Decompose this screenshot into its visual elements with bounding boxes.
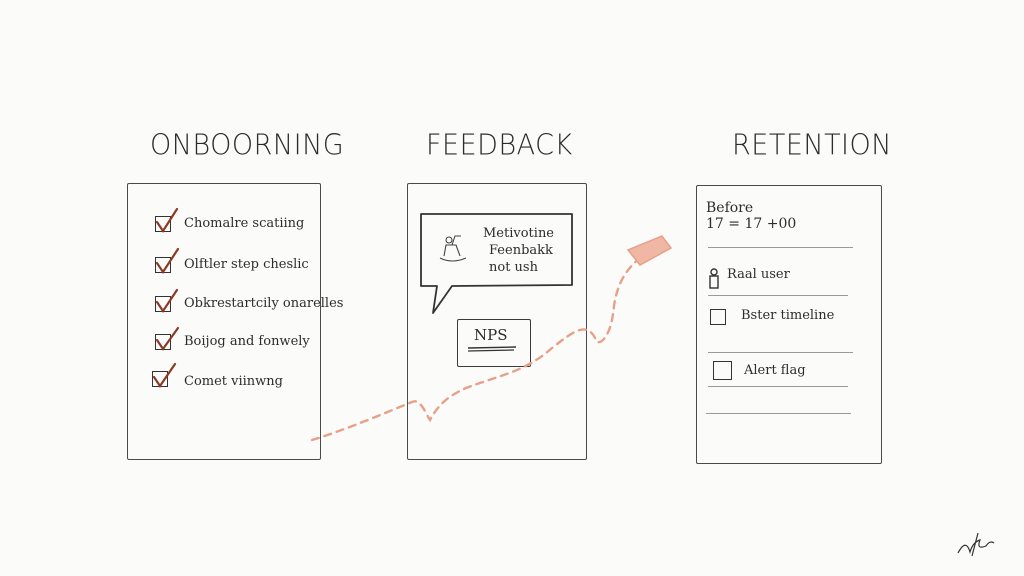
bubble-line: not ush	[489, 260, 538, 275]
checklist-item: Olftler step cheslic	[184, 257, 309, 272]
checkmark-icon	[155, 207, 179, 234]
retention-header-before: Before	[706, 200, 754, 216]
nps-label: NPS	[474, 326, 508, 344]
checkmark-icon	[155, 247, 180, 274]
checklist-item: Comet viinwng	[184, 374, 284, 389]
retention-item: Bster timeline	[741, 308, 835, 323]
checkmark-icon	[152, 362, 177, 388]
onboarding-panel	[127, 183, 321, 460]
bubble-line: Metivotine	[483, 226, 555, 241]
column-title-retention: RETENTION	[732, 129, 892, 162]
divider	[706, 413, 851, 414]
divider	[708, 386, 848, 387]
rocking-horse-icon	[439, 235, 467, 262]
checkbox-icon[interactable]	[713, 361, 732, 380]
retention-item: Alert flag	[744, 363, 806, 378]
signature-icon	[957, 532, 995, 557]
retention-panel	[696, 185, 882, 464]
checkmark-icons	[152, 207, 180, 388]
feedback-panel	[407, 183, 587, 460]
checkmark-icon	[155, 288, 179, 313]
feedback-bubble-text: Metivotine Feenbakk not ush	[483, 225, 554, 276]
checkbox-icon[interactable]	[710, 309, 726, 325]
nps-box[interactable]	[457, 319, 531, 367]
checkmark-icon	[155, 326, 180, 351]
checklist-item: Obkrestartcily onarelles	[184, 296, 344, 311]
retention-header-formula: 17 = 17 +00	[706, 216, 797, 232]
trend-arrow-line	[310, 256, 642, 442]
retention-item: Raal user	[727, 267, 790, 282]
nps-underline	[467, 346, 517, 349]
checklist-item: Boijog and fonwely	[184, 334, 310, 349]
trend-arrow-head-icon	[626, 235, 673, 266]
divider	[708, 247, 853, 248]
bubble-line: Feenbakk	[489, 243, 553, 258]
nps-underline	[467, 349, 515, 352]
divider	[708, 295, 848, 296]
column-title-feedback: FEEDBACK	[426, 129, 573, 162]
user-icon	[709, 268, 719, 289]
divider	[708, 352, 853, 353]
speech-bubble	[420, 213, 573, 314]
checklist-item: Chomalre scatiing	[184, 216, 305, 231]
column-title-onboarding: ONBOORNING	[150, 129, 345, 162]
